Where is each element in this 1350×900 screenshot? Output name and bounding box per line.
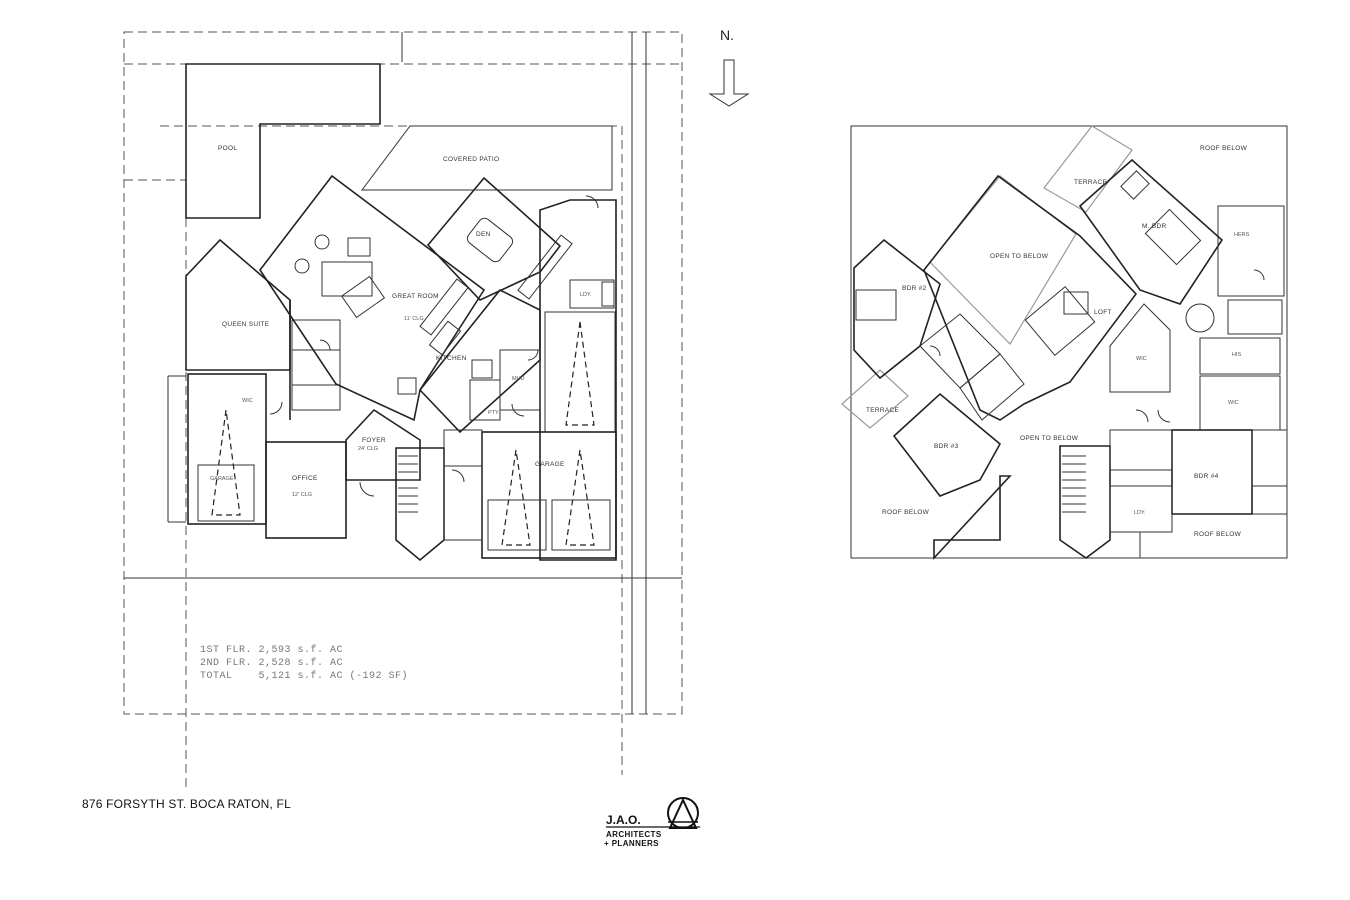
covered-patio	[361, 125, 613, 191]
label-wic-mid: WIC	[1136, 356, 1147, 362]
wic-right	[1199, 375, 1281, 431]
open-to-below	[923, 174, 1138, 421]
label-bdrm4: BDR #4	[1194, 473, 1219, 480]
area-line-2: 2ND FLR. 2,528 s.f. AC	[200, 657, 343, 669]
label-roof-below-left: ROOF BELOW	[882, 509, 930, 516]
north-arrow-icon	[708, 59, 750, 107]
stair	[395, 447, 445, 562]
label-terrace-left: TERRACE	[866, 407, 900, 414]
label-kitchen: KITCHEN	[436, 355, 467, 362]
label-his: HIS	[1232, 352, 1242, 358]
label-wic-right: WIC	[1228, 400, 1239, 406]
label-hers: HERS	[1234, 232, 1250, 238]
label-bdrm3: BDR #3	[934, 443, 959, 450]
north-arrow	[708, 59, 750, 107]
garage-bay-1	[544, 311, 616, 433]
label-bdrm2: BDR #2	[902, 285, 927, 292]
ldy-2	[1109, 485, 1173, 533]
logo-line-2: ARCHITECTS	[606, 830, 662, 839]
label-foyer-clg: 24' CLG	[358, 446, 378, 452]
den	[426, 176, 562, 301]
master-bedroom	[1078, 158, 1224, 305]
label-garage: GARAGE	[535, 461, 565, 468]
second-floor-outline	[850, 125, 1288, 559]
door-swings	[269, 195, 599, 497]
label-roof-below-bottom: ROOF BELOW	[1194, 531, 1242, 538]
label-pty: PTY.	[488, 410, 500, 416]
label-open-to-below: OPEN TO BELOW	[990, 253, 1049, 260]
logo-line-1: J.A.O.	[606, 813, 641, 827]
pool	[185, 63, 381, 219]
label-master-bdrm: M. BDR	[1142, 223, 1167, 230]
label-great-room-clg: 11' CLG	[404, 316, 424, 322]
label-garage-left: GARAGE	[210, 476, 234, 482]
second-floor-plan	[841, 125, 1288, 561]
label-den: DEN	[476, 231, 491, 238]
area-line-3: TOTAL 5,121 s.f. AC (-192 SF)	[200, 670, 408, 682]
bedroom-2	[853, 238, 941, 380]
bedroom-4	[1171, 429, 1253, 515]
pantry	[469, 379, 501, 421]
label-terrace-top: TERRACE	[1074, 179, 1108, 186]
address: 876 FORSYTH ST. BOCA RATON, FL	[82, 797, 291, 811]
label-office-clg: 12' CLG	[292, 492, 312, 498]
label-ldy: LDY.	[580, 292, 592, 298]
label-ldy-2: LDY.	[1134, 510, 1146, 516]
furniture	[294, 217, 514, 395]
logo-line-3: + PLANNERS	[604, 839, 659, 848]
label-covered-patio: COVERED PATIO	[443, 156, 499, 163]
label-wic: WIC	[242, 398, 253, 404]
office	[265, 441, 347, 539]
foyer	[345, 408, 421, 481]
north-label: N.	[720, 27, 734, 43]
stair-2	[1059, 445, 1111, 559]
label-great-room: GREAT ROOM	[392, 293, 439, 300]
label-office: OFFICE	[292, 475, 318, 482]
bedroom-3	[892, 392, 1002, 497]
terrace-top	[1043, 125, 1133, 213]
label-roof-below-top: ROOF BELOW	[1200, 145, 1248, 152]
property-line	[123, 31, 683, 715]
garage	[481, 431, 617, 559]
great-room	[259, 174, 486, 422]
logo-mark	[606, 797, 700, 829]
label-mud: MUD	[512, 376, 525, 382]
label-loft: LOFT	[1094, 309, 1112, 316]
label-queen-suite: QUEEN SUITE	[222, 321, 270, 328]
queen-suite	[185, 238, 291, 371]
label-foyer: FOYER	[362, 437, 386, 444]
master-bath	[1217, 205, 1285, 297]
first-floor-plan	[123, 31, 683, 790]
label-pool: POOL	[218, 145, 237, 152]
label-open-to-below-2: OPEN TO BELOW	[1020, 435, 1079, 442]
area-line-1: 1ST FLR. 2,593 s.f. AC	[200, 644, 343, 656]
terrace-left	[841, 369, 909, 429]
wic-mid	[1109, 303, 1171, 393]
